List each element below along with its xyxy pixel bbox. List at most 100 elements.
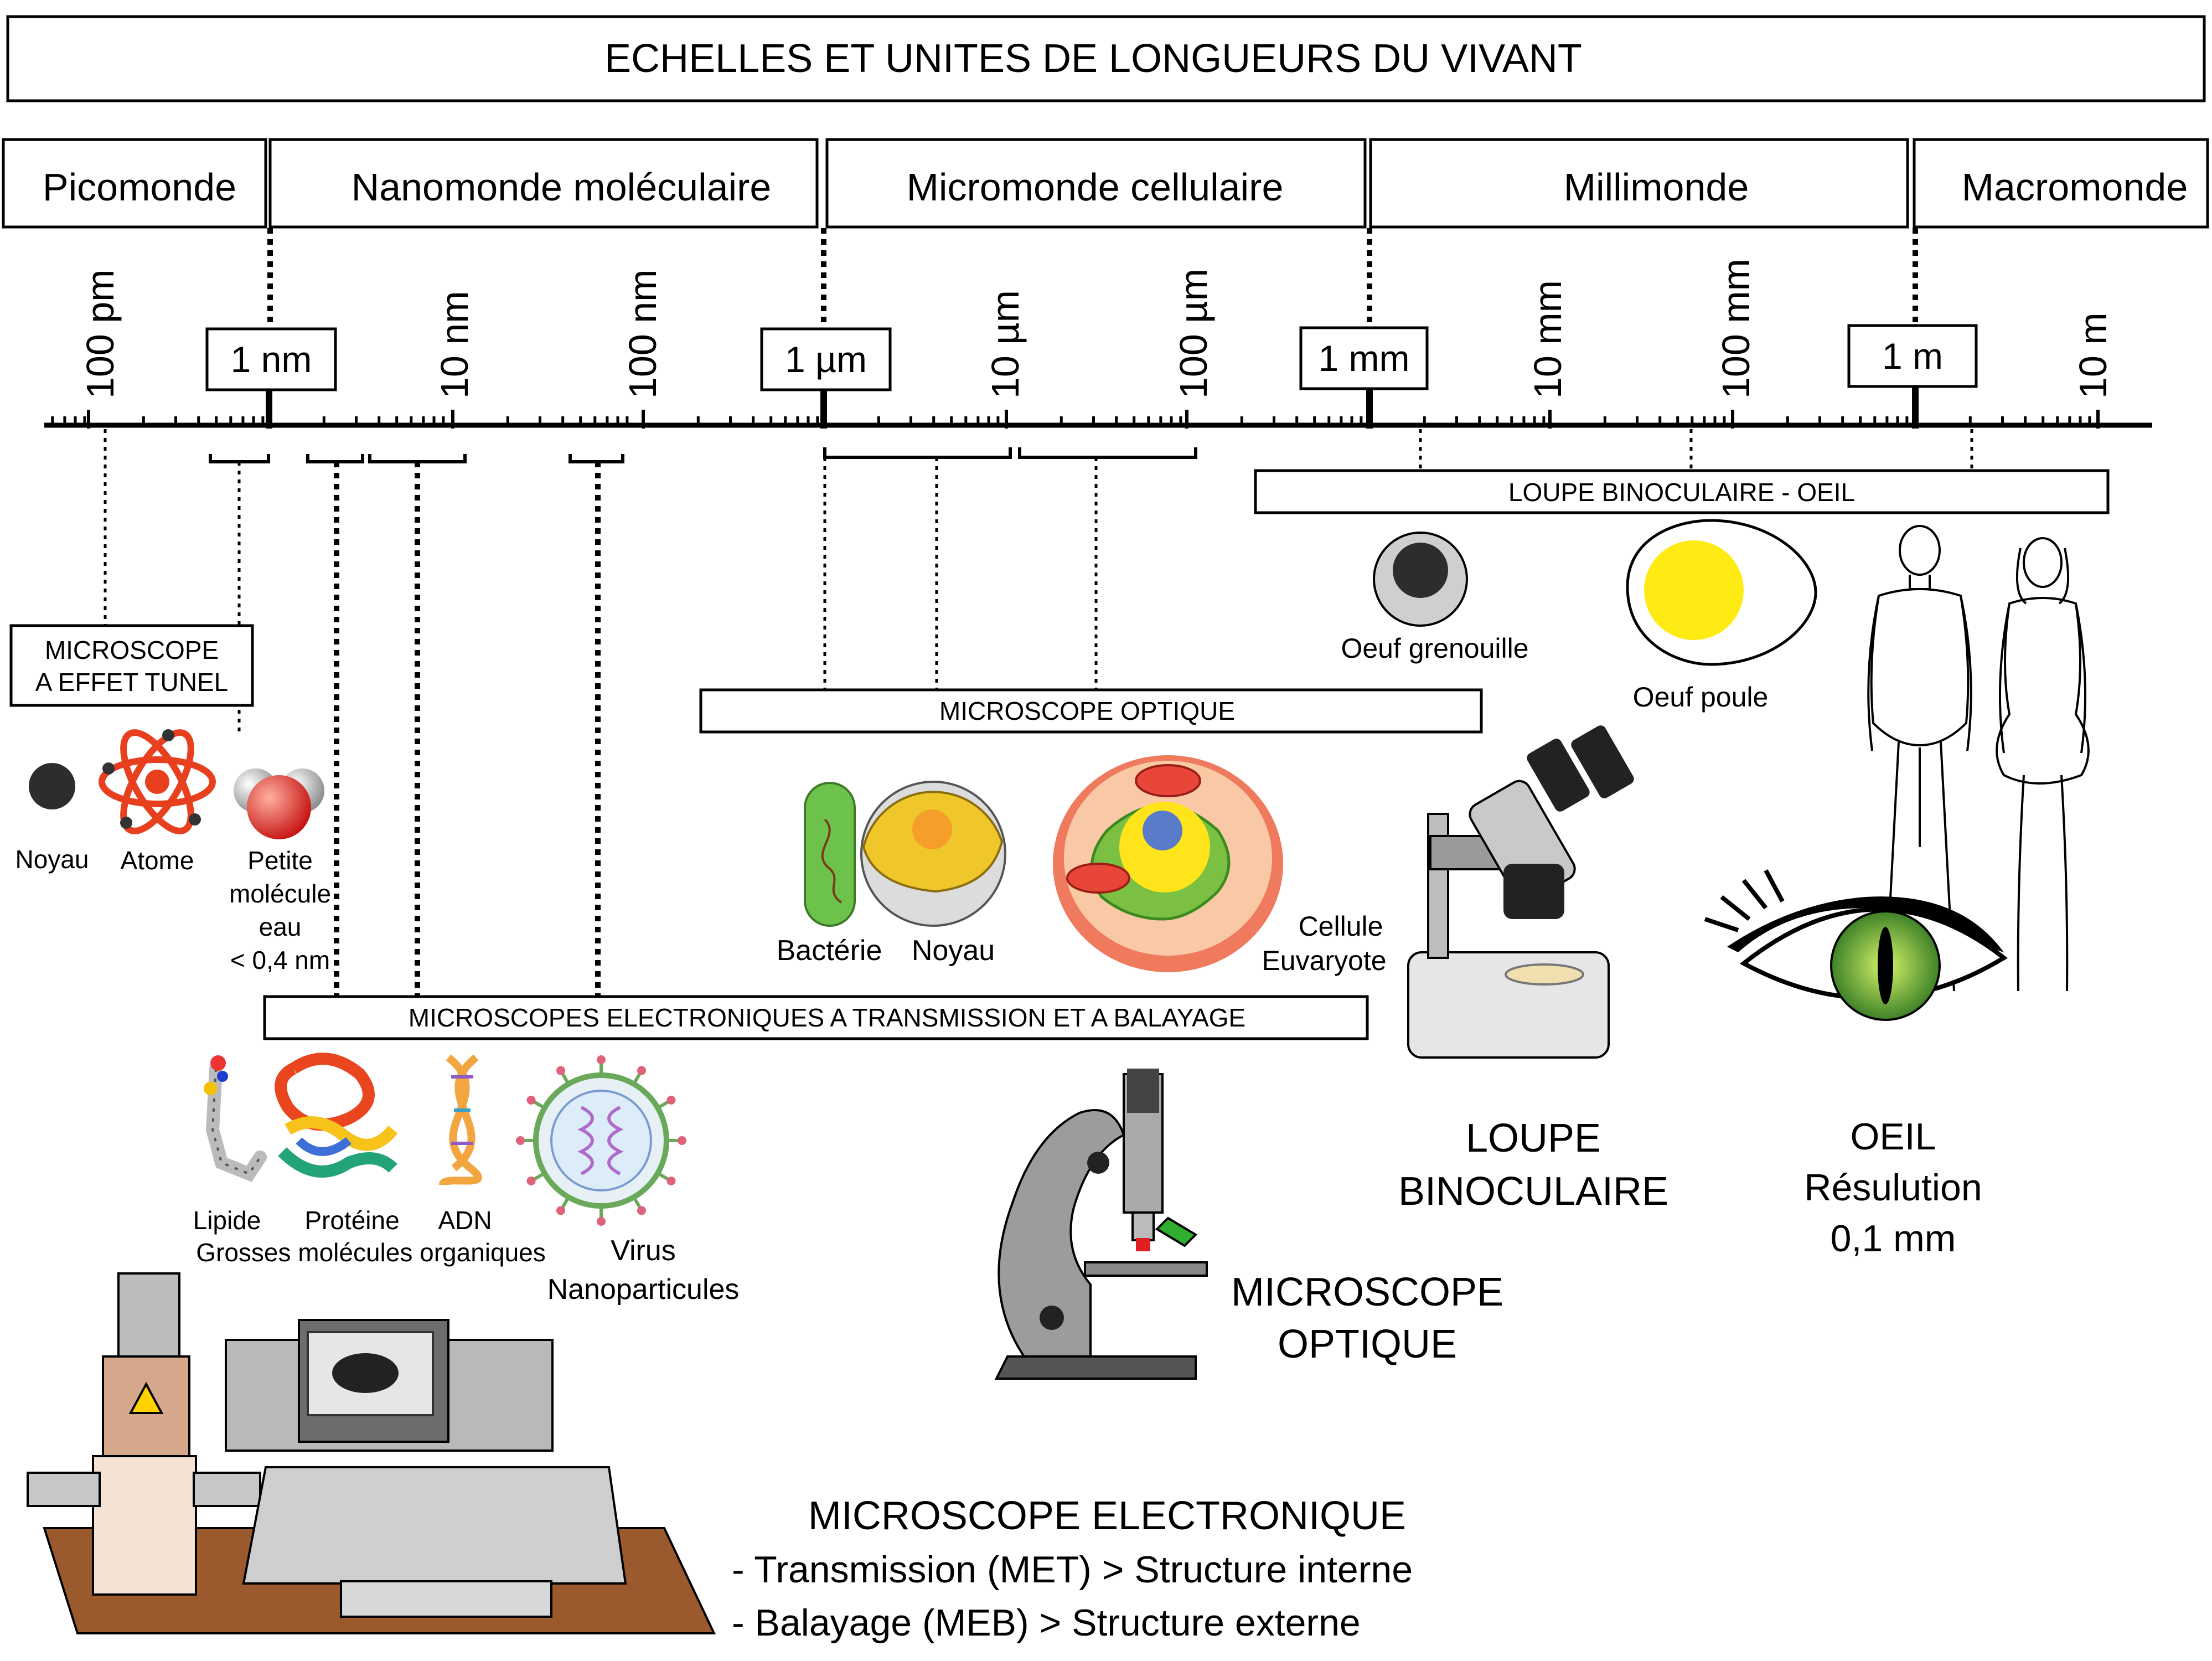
caption-loupe-1: LOUPE (1466, 1116, 1601, 1160)
virus-spike (657, 1172, 670, 1182)
caption-oeil-1: OEIL (1851, 1116, 1936, 1158)
virus-spike-tip (516, 1136, 525, 1145)
loupe-oeil-bar (1254, 469, 2110, 514)
nucleus-icon (29, 763, 75, 809)
frog-egg-icon (1373, 532, 1468, 627)
label-atome: Atome (121, 846, 194, 875)
caption-oeil-2: Résulution (1804, 1167, 1982, 1209)
eukaryotic-cell-icon (1053, 755, 1283, 972)
world-boxes: Picomonde Nanomonde moléculaire Micromon… (2, 138, 2209, 229)
virus-spike-tip (526, 1177, 536, 1185)
label-lipide: Lipide (193, 1206, 261, 1235)
tunnel-label-1: MICROSCOPE (45, 636, 219, 664)
electron-bar-label: MICROSCOPES ELECTRONIQUES A TRANSMISSION… (409, 1003, 1245, 1032)
label-eau-1: Petite (247, 846, 313, 875)
human-female-icon (1996, 537, 2090, 992)
virus-icon (533, 1072, 669, 1209)
virus-spike-tip (637, 1066, 646, 1075)
label-noyau-cellule: Noyau (912, 935, 995, 967)
virus-spike (632, 1071, 642, 1085)
unit-label-10um: 10 µm (984, 290, 1027, 399)
label-eau-3: eau (259, 912, 302, 941)
optical-bar-label: MICROSCOPE OPTIQUE (939, 697, 1235, 725)
bracket-protein (368, 454, 467, 463)
label-cellule-2: Euvaryote (1262, 945, 1386, 976)
caption-electronique-1: MICROSCOPE ELECTRONIQUE (808, 1494, 1406, 1538)
label-proteine: Protéine (304, 1206, 399, 1235)
eye-icon (1704, 869, 2008, 1021)
optical-bar (699, 688, 1483, 734)
label-virus: Virus (611, 1235, 676, 1267)
virus-spike (560, 1071, 570, 1085)
label-nanoparticules: Nanoparticules (547, 1273, 740, 1306)
virus-spike-tip (556, 1206, 565, 1215)
virus-spike (632, 1196, 642, 1210)
unit-label-100pm: 100 pm (79, 270, 122, 399)
caption-electronique-2: - Transmission (MET) > Structure interne (732, 1549, 1413, 1591)
world-box-picomonde (2, 138, 267, 229)
unit-label-1nm: 1 nm (231, 339, 312, 380)
virus-spike-tip (597, 1055, 606, 1064)
virus-spike-tip (637, 1206, 646, 1215)
world-label-micromonde: Micromonde cellulaire (907, 166, 1284, 209)
virus-spikes (516, 1055, 686, 1226)
unit-box-1mm (1299, 326, 1429, 390)
label-oeuf-poule: Oeuf poule (1633, 682, 1769, 713)
virus-spike-tip (678, 1136, 686, 1145)
world-label-millimonde: Millimonde (1564, 166, 1749, 209)
virus-spike (560, 1196, 570, 1210)
bracket-water (209, 454, 270, 463)
electron-bar (263, 995, 1369, 1040)
virus-spike-tip (597, 1217, 606, 1226)
label-eau-4: < 0,4 nm (230, 946, 330, 974)
label-bacterie: Bactérie (777, 935, 882, 967)
virus-spike (532, 1172, 546, 1182)
world-label-nanomonde: Nanomonde moléculaire (352, 166, 772, 209)
virus-spike (532, 1100, 546, 1110)
unit-label-1mm: 1 mm (1319, 338, 1410, 379)
caption-optique-2: OPTIQUE (1278, 1322, 1457, 1366)
protein-icon (275, 1053, 398, 1178)
label-oeuf-grenouille: Oeuf grenouille (1341, 633, 1528, 664)
tunnel-label-2: A EFFET TUNEL (35, 668, 229, 697)
unit-label-10mm: 10 mm (1526, 280, 1569, 399)
unit-label-10m: 10 m (2071, 312, 2115, 399)
dna-icon (439, 1054, 482, 1187)
hen-egg-icon (1626, 519, 1817, 666)
virus-spike-tip (666, 1177, 676, 1185)
world-box-nanomonde (268, 138, 819, 229)
label-noyau-atome: Noyau (15, 845, 89, 874)
atom-icon (99, 729, 216, 834)
page-title: ECHELLES ET UNITES DE LONGUEURS DU VIVAN… (604, 37, 1582, 81)
bacteria-icon (804, 782, 856, 927)
tunnel-box (9, 624, 254, 707)
virus-spike-tip (556, 1066, 565, 1075)
connector-lines (104, 429, 1973, 997)
scale-ticks (51, 388, 2100, 429)
virus-spike-tip (666, 1096, 676, 1105)
water-molecule-icon (234, 768, 324, 839)
title-box (6, 15, 2206, 102)
unit-label-100mm: 100 mm (1714, 259, 1758, 399)
world-label-picomonde: Picomonde (43, 166, 236, 209)
virus-spike-tip (526, 1096, 536, 1105)
world-box-millimonde (1369, 138, 1909, 229)
bracket-lipid (306, 454, 364, 463)
bracket-cells (823, 447, 1012, 459)
world-box-micromonde (825, 138, 1367, 229)
caption-electronique-3: - Balayage (MEB) > Structure externe (732, 1602, 1361, 1644)
optical-microscope-icon (994, 1069, 1208, 1380)
range-brackets (209, 447, 1197, 463)
unit-label-100nm: 100 nm (621, 270, 664, 399)
loupe-oeil-bar-label: LOUPE BINOCULAIRE - OEIL (1508, 478, 1855, 507)
caption-loupe-2: BINOCULAIRE (1398, 1169, 1668, 1214)
label-cellule-1: Cellule (1299, 911, 1383, 942)
unit-box-1m (1847, 324, 1978, 388)
bracket-virus (568, 454, 624, 463)
electron-microscope-icon (27, 1272, 716, 1634)
unit-box-1um (760, 327, 892, 391)
label-adn: ADN (438, 1206, 492, 1235)
human-male-icon (1867, 525, 1972, 992)
unit-label-1um: 1 µm (785, 339, 867, 380)
